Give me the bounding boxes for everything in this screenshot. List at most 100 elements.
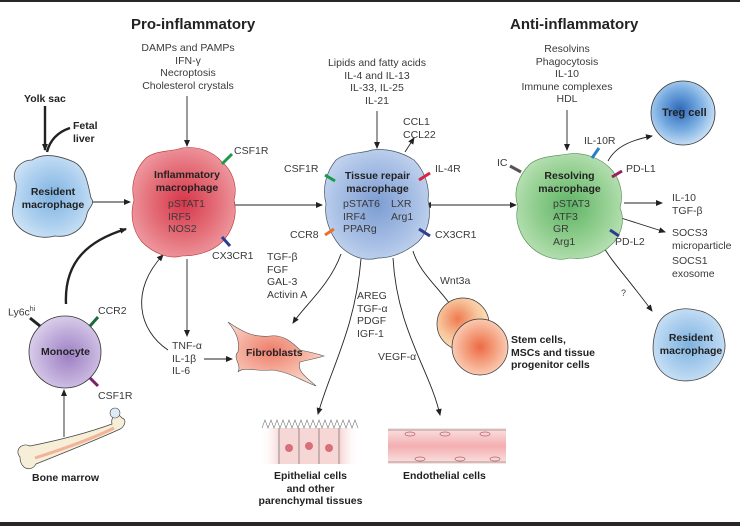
monocyte-label: Monocyte (41, 346, 91, 358)
label-csf1r-repair: CSF1R (284, 163, 319, 175)
label-csf1r-inflammatory: CSF1R (234, 145, 269, 157)
anti-stimulus: IL-10 (555, 68, 579, 80)
stem-label: Stem cells, MSCs and tissue progenitor c… (511, 334, 595, 372)
repair-stimulus: IL-21 (365, 94, 389, 107)
cell-name-line: macrophage (21, 198, 85, 211)
marker: Arg1 (553, 235, 576, 248)
arrow-repair-fibroblasts (292, 253, 342, 324)
resident-right-label: Resident macrophage (653, 332, 729, 357)
marker: Arg1 (391, 210, 414, 223)
cell-resolving-macrophage (515, 153, 623, 260)
pro-stimulus: Necroptosis (160, 67, 216, 79)
fetal-liver-line: liver (73, 132, 95, 145)
label-ccr2: CCR2 (98, 305, 127, 317)
pro-stimulus: IFN-γ (175, 54, 201, 67)
cell-monocyte (28, 315, 102, 389)
label-ic: IC (497, 157, 508, 169)
epi-factors: AREG TGF-α PDGF IGF-1 (357, 290, 388, 340)
epithelial-line: Epithelial cells (274, 470, 347, 482)
arrow-cytokines-loop (141, 254, 169, 351)
marker: IRF5 (168, 210, 191, 223)
connectors (42, 96, 666, 437)
ly6c-superscript: hi (29, 306, 36, 313)
ccl-list: CCL1 CCL22 (403, 116, 436, 141)
output-line: TGF-β (672, 204, 703, 217)
heading-anti-inflammatory: Anti-inflammatory (510, 16, 639, 33)
label-wnt3a: Wnt3a (440, 275, 471, 287)
cell-name-line: Resolving (544, 170, 595, 182)
anti-stimulus: Immune complexes (521, 80, 613, 93)
epithelial-tissue (260, 419, 360, 464)
stem-line: MSCs and tissue (511, 346, 596, 359)
fibroblasts-label: Fibroblasts (246, 347, 303, 359)
cell-name-line: macrophage (155, 181, 219, 194)
label-ly6c: Ly6chi (8, 304, 35, 319)
receptor-ic-resolving (509, 164, 522, 174)
bottom-border (0, 522, 740, 526)
arrow-resolving-to-treg (607, 134, 653, 162)
bone (17, 407, 126, 470)
cell-name-line: macrophage (659, 344, 723, 357)
receptor-il10r-resolving (590, 147, 601, 159)
receptor-il4r-repair (418, 171, 431, 182)
resolving-label: Resolving macrophage (527, 170, 612, 195)
marker: ATF3 (553, 210, 578, 223)
receptor-pdl2-resolving (609, 228, 620, 238)
pro-stimulus: Cholesterol crystals (142, 79, 234, 92)
chemokine: CCL22 (403, 128, 436, 141)
arrow-resolving-resident (600, 240, 653, 312)
label-vegf: VEGF-α (378, 351, 417, 363)
cell-treg (650, 80, 716, 146)
label-question: ? (621, 288, 627, 298)
marker: IRF4 (343, 210, 366, 223)
top-border (0, 0, 740, 2)
cell-name-line: Resident (668, 332, 714, 344)
resolving-output-socs1: SOCS1 exosome (672, 255, 715, 280)
factor: PDGF (357, 315, 387, 327)
receptor-ccr2-monocyte (88, 316, 100, 327)
output-line: SOCS3 (672, 227, 708, 239)
marker: LXR (391, 198, 412, 210)
marker: pSTAT1 (168, 198, 205, 210)
receptor-cx3cr1-repair (418, 227, 431, 238)
cell-name-line: Resident (30, 186, 76, 198)
arrow-resolving-socs3 (620, 217, 666, 234)
repair-stimulus: IL-33, IL-25 (350, 82, 404, 94)
repair-stimulus: IL-4 and IL-13 (344, 69, 410, 82)
resolving-markers: pSTAT3 ATF3 GR Arg1 (553, 198, 590, 248)
receptor-csf1r-inflammatory (220, 152, 234, 166)
receptor-cx3cr1-inflammatory (220, 236, 232, 247)
label-ccr8-repair: CCR8 (290, 229, 319, 241)
factor: AREG (357, 290, 387, 302)
arrow-repair-to-ccl (404, 137, 415, 153)
repair-markers-left: pSTAT6 IRF4 PPARg (343, 198, 380, 236)
receptors (29, 147, 623, 388)
cytokine: IL-6 (172, 365, 191, 377)
cell-name-line: macrophage (538, 182, 601, 195)
output-line: exosome (672, 267, 715, 280)
resolving-output-il10: IL-10 TGF-β (672, 192, 703, 217)
factor: TGF-β (267, 251, 298, 263)
marker: NOS2 (168, 223, 197, 235)
receptor-csf1r-repair (324, 173, 336, 183)
resolving-output-socs3: SOCS3 microparticle (672, 227, 732, 252)
heading-pro-inflammatory: Pro-inflammatory (131, 16, 256, 33)
cell-name-line: macrophage (346, 182, 409, 195)
output-line: microparticle (672, 239, 732, 252)
label-csf1r-monocyte: CSF1R (98, 390, 133, 402)
receptor-csf1r-monocyte (88, 376, 100, 388)
inflammatory-cytokines: TNF-α IL-1β IL-6 (172, 340, 202, 378)
marker: GR (553, 223, 569, 235)
arrow-monocyte-inflammatory (64, 227, 127, 305)
cell-tissue-repair-macrophage (324, 149, 430, 260)
epithelial-label: Epithelial cells and other parenchymal t… (248, 470, 373, 508)
repair-stimulus: Lipids and fatty acids (327, 57, 427, 69)
cytokine: IL-1β (172, 352, 197, 365)
factor: Activin A (267, 288, 308, 301)
cell-resident-left (12, 155, 94, 238)
factor: FGF (267, 263, 288, 276)
epithelial-line: parenchymal tissues (258, 495, 363, 507)
label-bone-marrow: Bone marrow (32, 472, 100, 484)
marker: pSTAT3 (553, 198, 590, 210)
